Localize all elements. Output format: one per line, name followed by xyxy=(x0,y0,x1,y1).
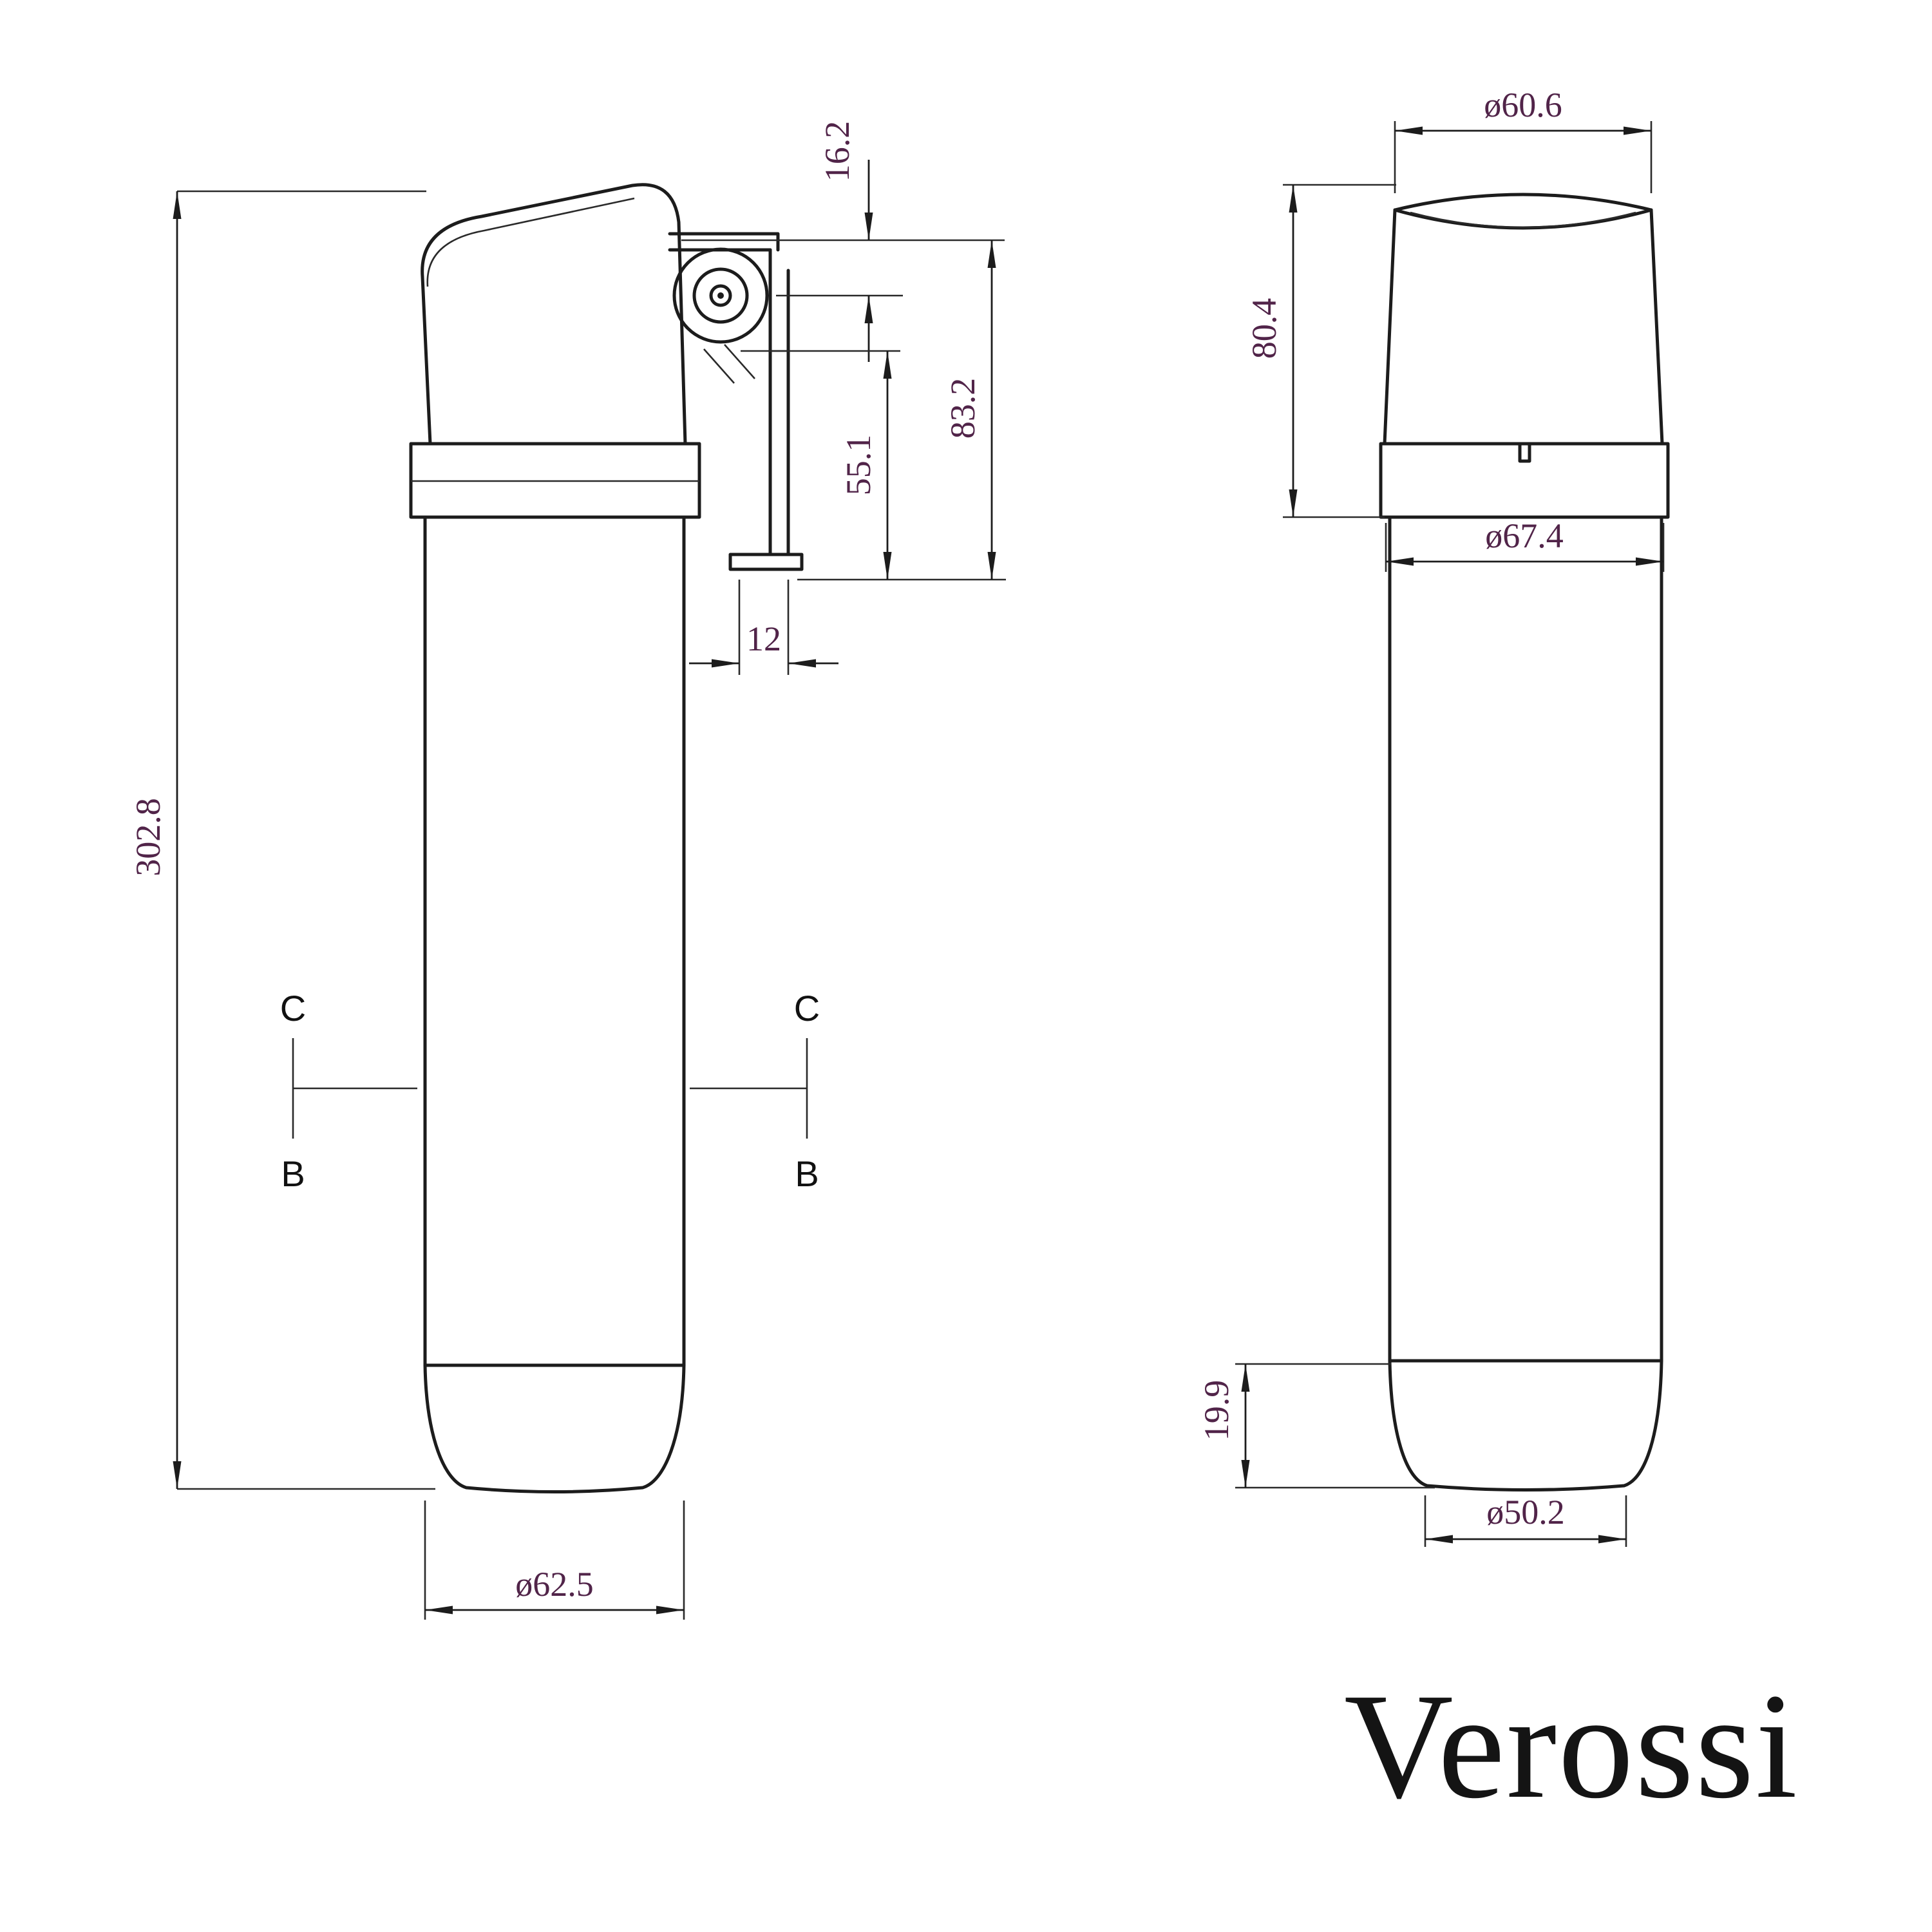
left-view: 302.8 16.2 83.2 55.1 12 xyxy=(129,121,1006,1620)
cap-top-rim-inner xyxy=(1393,208,1653,230)
base-outline xyxy=(423,1363,686,1493)
extension-lines xyxy=(738,580,790,675)
cap-rim-detail-line xyxy=(1410,211,1636,229)
dim-base-height-label: 19.9 xyxy=(1197,1380,1236,1441)
head-outline xyxy=(421,183,687,446)
section-c-right: C xyxy=(794,988,820,1028)
extension-lines xyxy=(177,190,435,1490)
dim-bracket-thickness: 12 xyxy=(689,580,838,675)
body-outline xyxy=(423,515,686,1367)
collar-outline xyxy=(409,442,701,519)
port-center-dot xyxy=(717,292,724,299)
section-markers: C B C B xyxy=(280,988,820,1194)
dim-bracket-height-label: 55.1 xyxy=(839,435,878,496)
dim-top-diameter-label: ø60.6 xyxy=(1484,86,1562,124)
cap-sides xyxy=(1383,208,1664,446)
dim-head-assembly-height: 83.2 xyxy=(797,240,1006,581)
section-marker-lines-right xyxy=(690,1038,808,1139)
cap-top-rim-outer xyxy=(1393,193,1653,212)
port-inner-circle xyxy=(709,284,732,307)
mounting-bracket xyxy=(668,232,804,571)
dim-body-diameter: ø67.4 xyxy=(1385,516,1665,572)
dim-head-top-to-port-label: 16.2 xyxy=(818,121,857,182)
dim-head-height: 80.4 xyxy=(1245,184,1396,518)
dim-overall-height: 302.8 xyxy=(129,190,435,1490)
extension-lines xyxy=(424,1501,685,1620)
collar-outline xyxy=(1379,442,1670,519)
dim-left-base-diameter: ø62.5 xyxy=(424,1501,685,1620)
collar-notch xyxy=(1518,442,1531,463)
bracket-top-plate xyxy=(668,232,780,252)
section-b-right: B xyxy=(795,1153,819,1194)
dim-overall-height-label: 302.8 xyxy=(129,798,167,876)
port-mid-circle xyxy=(692,267,749,324)
head-rim-line xyxy=(426,197,635,287)
dim-base-height: 19.9 xyxy=(1197,1363,1435,1489)
dim-head-height-label: 80.4 xyxy=(1245,298,1283,359)
port-outer-circle xyxy=(672,247,769,344)
dim-bracket-height: 55.1 xyxy=(770,350,900,580)
extension-lines xyxy=(1394,121,1653,193)
body-outline xyxy=(1388,515,1663,1363)
dim-top-diameter: ø60.6 xyxy=(1394,86,1653,193)
bracket-foot xyxy=(728,553,804,571)
dim-body-diameter-label: ø67.4 xyxy=(1485,516,1564,555)
dim-right-base-diameter-label: ø50.2 xyxy=(1486,1493,1565,1531)
dim-bracket-thickness-label: 12 xyxy=(746,620,781,658)
dim-head-top-to-port: 16.2 xyxy=(681,121,1005,362)
extension-lines xyxy=(1283,184,1396,518)
section-marker-lines-left xyxy=(292,1038,417,1139)
base-outline xyxy=(1388,1359,1663,1492)
extension-lines xyxy=(681,239,1005,297)
dim-right-base-diameter: ø50.2 xyxy=(1424,1493,1627,1547)
extension-lines xyxy=(1235,1363,1435,1489)
dim-head-assembly-height-label: 83.2 xyxy=(943,378,982,439)
section-c-left: C xyxy=(280,988,306,1028)
bracket-plate xyxy=(768,248,790,556)
section-b-left: B xyxy=(281,1153,305,1194)
brand-logo: Verossi xyxy=(1344,1662,1799,1830)
right-view: ø60.6 80.4 ø67.4 19.9 ø50.2 xyxy=(1197,86,1670,1547)
dim-left-base-diameter-label: ø62.5 xyxy=(515,1565,594,1604)
